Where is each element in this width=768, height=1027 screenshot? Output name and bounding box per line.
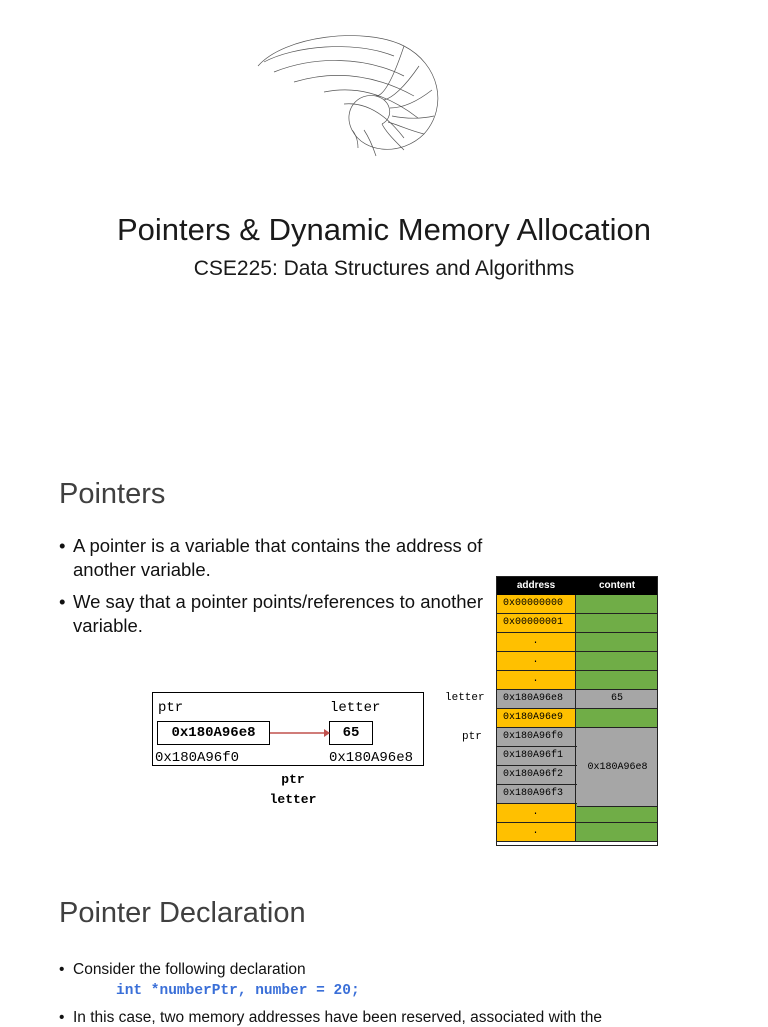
- ptr-content-merged-cell: 0x180A96e8: [577, 730, 658, 807]
- row-address: .: [496, 652, 576, 670]
- diagram-caption-letter: letter: [269, 792, 317, 807]
- row-content: [576, 633, 658, 651]
- row-address: .: [496, 823, 576, 841]
- bullet-item: We say that a pointer points/references …: [59, 590, 519, 638]
- table-row: 0x00000001: [496, 614, 658, 633]
- row-address: 0x180A96f0: [496, 728, 576, 746]
- pointer-bullet-list: A pointer is a variable that contains th…: [59, 534, 519, 646]
- declaration-bullet-list: Consider the following declaration: [59, 960, 759, 980]
- letter-address-label: 0x180A96e8: [329, 750, 414, 766]
- table-row: 0x180A96e9: [496, 709, 658, 728]
- row-content: [576, 671, 658, 689]
- ptr-value-box: 0x180A96e8: [157, 721, 270, 745]
- letter-variable-label: letter: [330, 700, 381, 716]
- table-row: .: [496, 823, 658, 842]
- memory-table-header: address content: [496, 576, 658, 595]
- row-address: .: [496, 804, 576, 822]
- table-row-label-ptr: ptr: [462, 731, 482, 743]
- row-content: [576, 614, 658, 632]
- row-address: 0x180A96f2: [496, 766, 576, 784]
- header-content: content: [598, 580, 636, 591]
- row-address: 0x00000000: [496, 595, 576, 613]
- bullet-item: A pointer is a variable that contains th…: [59, 534, 519, 582]
- row-content: [576, 652, 658, 670]
- row-content: [576, 595, 658, 613]
- pointer-arrow-icon: [270, 729, 330, 737]
- row-content: 65: [576, 690, 658, 708]
- row-address: .: [496, 633, 576, 651]
- diagram-caption-ptr: ptr: [281, 772, 305, 787]
- bullet-item: Consider the following declaration: [59, 960, 759, 980]
- row-address: 0x180A96f3: [496, 785, 576, 803]
- row-content: [576, 804, 658, 822]
- table-row: .: [496, 652, 658, 671]
- slide-heading-pointer-declaration: Pointer Declaration: [59, 897, 306, 929]
- row-address: .: [496, 671, 576, 689]
- pointer-diagram-frame: [152, 692, 424, 766]
- table-row: .: [496, 804, 658, 823]
- row-address: 0x180A96e8: [496, 690, 576, 708]
- declaration-bullet-list-2: In this case, two memory addresses have …: [59, 1009, 759, 1027]
- table-row: .: [496, 633, 658, 652]
- header-address: address: [516, 580, 556, 591]
- row-content: [576, 823, 658, 841]
- row-content: [576, 709, 658, 727]
- table-row: .: [496, 671, 658, 690]
- ptr-variable-label: ptr: [158, 700, 184, 716]
- declaration-code: int *numberPtr, number = 20;: [116, 983, 360, 999]
- slide-heading-pointers: Pointers: [59, 478, 166, 510]
- presentation-title: Pointers & Dynamic Memory Allocation: [116, 212, 652, 247]
- presentation-subtitle: CSE225: Data Structures and Algorithms: [193, 257, 575, 280]
- row-address: 0x180A96f1: [496, 747, 576, 765]
- letter-value-box: 65: [329, 721, 373, 745]
- row-address: 0x00000001: [496, 614, 576, 632]
- table-row: 0x00000000: [496, 595, 658, 614]
- bullet-item: In this case, two memory addresses have …: [59, 1009, 759, 1027]
- table-row-label-letter: letter: [445, 692, 485, 704]
- row-address: 0x180A96e9: [496, 709, 576, 727]
- ptr-address-label: 0x180A96f0: [155, 750, 240, 766]
- nautilus-shell-image: [257, 35, 439, 157]
